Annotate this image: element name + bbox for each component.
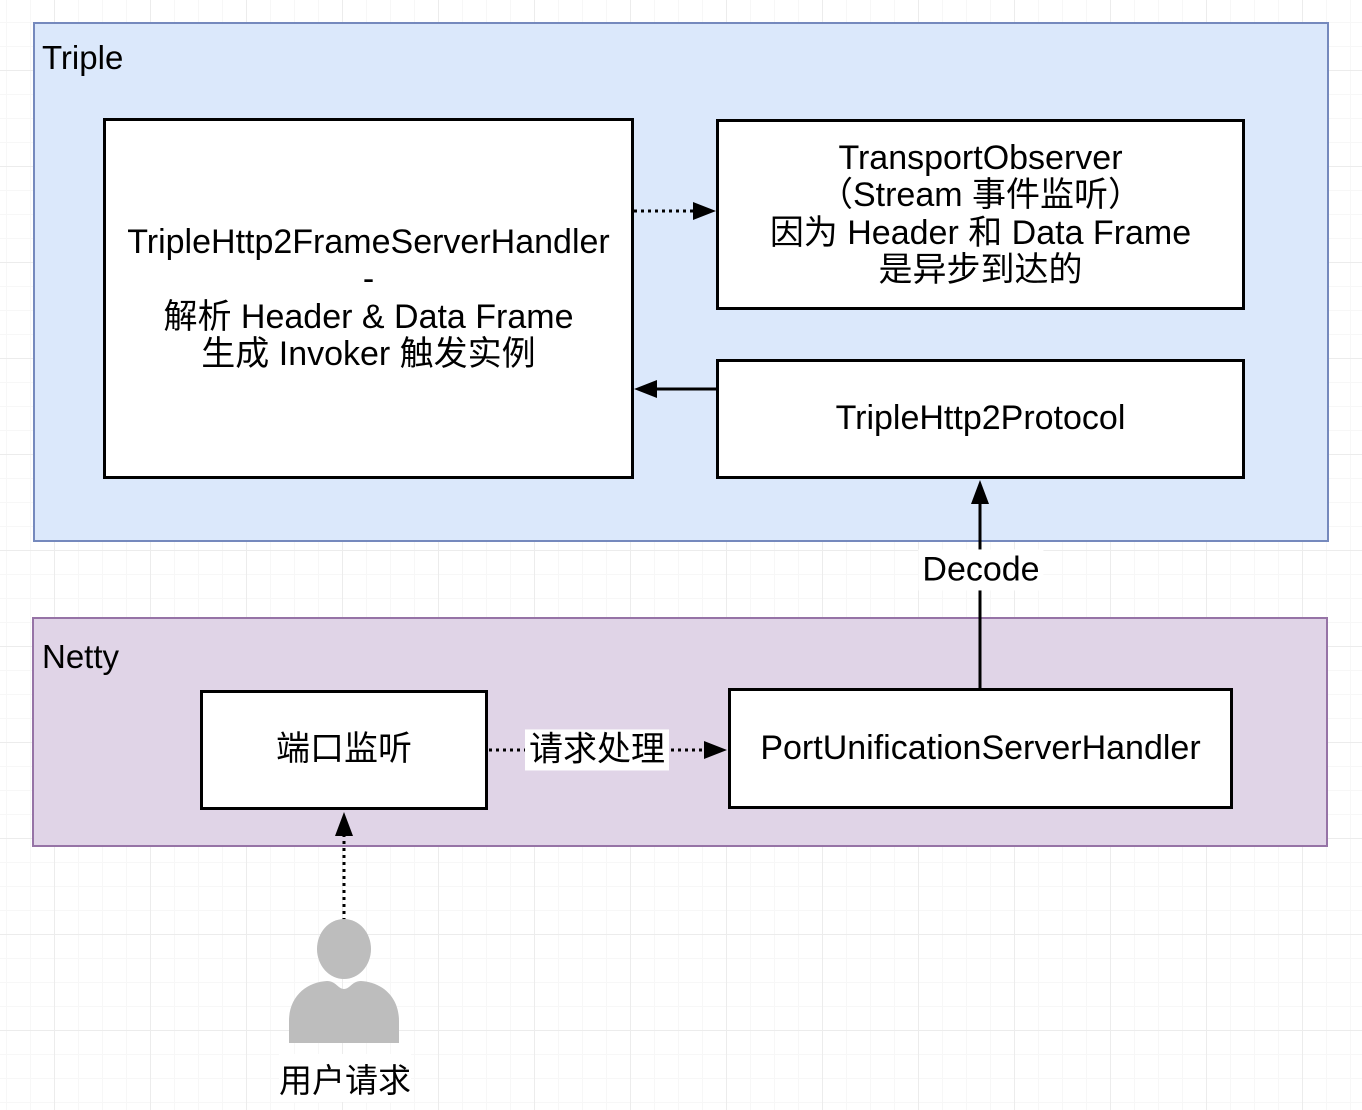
node-text-line: TripleHttp2Protocol [835, 399, 1126, 438]
node-text-line: 是异步到达的 [878, 250, 1083, 289]
node-text-line: TransportObserver [838, 138, 1123, 177]
node-text-line: TripleHttp2FrameServerHandler [127, 222, 610, 261]
node-text-line: 生成 Invoker 触发实例 [201, 334, 536, 373]
edge-label-request-handling: 请求处理 [525, 729, 669, 771]
node-text-line: （Stream 事件监听） [818, 176, 1143, 215]
node-triple-http2-frame-server-handler: TripleHttp2FrameServerHandler - 解析 Heade… [103, 118, 634, 479]
node-transport-observer: TransportObserver （Stream 事件监听） 因为 Heade… [716, 119, 1245, 310]
container-triple-label: Triple [42, 39, 124, 76]
node-triple-http2-protocol: TripleHttp2Protocol [716, 359, 1245, 479]
node-text-line: - [362, 260, 375, 299]
edge-label-decode: Decode [918, 549, 1044, 591]
node-port-listen: 端口监听 [200, 690, 488, 810]
user-icon [289, 919, 399, 1043]
node-port-unification-server-handler: PortUnificationServerHandler [728, 688, 1233, 809]
container-netty-label: Netty [42, 638, 120, 675]
user-request-label: 用户请求 [279, 1054, 411, 1102]
node-text-line: PortUnificationServerHandler [760, 728, 1201, 767]
node-text-line: 因为 Header 和 Data Frame [769, 213, 1192, 252]
node-text-line: 端口监听 [276, 730, 412, 769]
node-text-line: 解析 Header & Data Frame [163, 297, 574, 336]
